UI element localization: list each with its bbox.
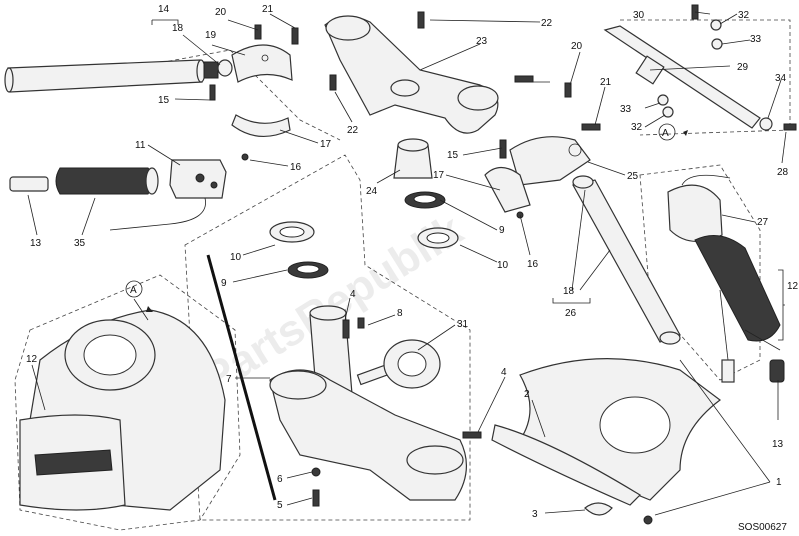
callout-17-center: 17 [433,170,445,181]
frame-area-outline [14,274,241,531]
callout-12-left: 12 [26,354,38,365]
callout-13: 13 [30,238,42,249]
fork-area-outline [184,154,471,521]
callout-2: 2 [524,389,530,400]
steering-damper [603,4,797,131]
bar-end-weight [217,59,233,77]
callout-34: 34 [775,73,787,84]
steering-nut [393,138,433,179]
callout-3: 3 [532,509,538,520]
callout-12-right: 12 [787,281,799,292]
marker-A-label: A [662,128,669,139]
callout-23: 23 [476,36,488,47]
left-switch-housing [109,159,227,231]
marker-A-frame: A [130,285,137,296]
callout-21: 21 [262,4,274,15]
callout-labels: 14 18 19 20 21 15 17 16 11 13 35 22 23 2… [26,4,799,520]
callout-32-mid: 32 [631,122,643,133]
callout-18: 18 [172,23,184,34]
throttle-end-cap [769,359,785,383]
left-handlebar-clamp [231,44,293,138]
callout-16: 16 [290,162,302,173]
right-handlebar-tube [572,175,681,345]
callout-13-right: 13 [772,439,784,450]
bolts-left-clamp [209,24,299,161]
fork-bolts [311,317,482,507]
steering-damper-outline [620,19,791,136]
grip-inset-photo [19,414,126,511]
callout-7: 7 [226,374,232,385]
fairing-bracket-shield [491,358,721,506]
seal-ring-fork [287,261,329,279]
upper-triple-clamp [324,15,499,134]
callout-24: 24 [366,186,378,197]
callout-35: 35 [74,238,86,249]
callout-22-top: 22 [541,18,553,29]
callout-33-mid: 33 [620,104,632,115]
callout-26: 26 [565,308,577,319]
clamp-bolts [329,11,534,91]
callout-25: 25 [627,171,639,182]
horn [356,339,441,389]
callout-29: 29 [737,62,749,73]
callout-16-center: 16 [527,259,539,270]
callout-8: 8 [397,308,403,319]
drawing-code: SOS00627 [738,522,787,533]
callout-4-lower: 4 [501,367,507,378]
callout-27: 27 [757,217,769,228]
callout-19: 19 [205,30,217,41]
callout-21-right: 21 [600,77,612,88]
callout-1: 1 [776,477,782,488]
callout-18-right: 18 [563,286,575,297]
callout-32-top: 32 [738,10,750,21]
seal-ring-upper [404,191,446,209]
callout-30: 30 [633,10,645,21]
lower-triple-clamp-stem [269,305,468,501]
leader-lines [27,11,787,516]
callout-9-center: 9 [499,225,505,236]
callout-33-top: 33 [750,34,762,45]
callout-9-left: 9 [221,278,227,289]
callout-5: 5 [277,500,283,511]
callout-6: 6 [277,474,283,485]
callout-28: 28 [777,167,789,178]
right-switch-housing [667,174,731,242]
reference-markers [125,123,688,312]
right-clamp-bolts [499,82,601,219]
callout-15: 15 [158,95,170,106]
callout-14: 14 [158,4,170,15]
bearing-upper [417,227,459,249]
upper-bearing-fork [269,221,315,243]
callout-20: 20 [215,7,227,18]
callout-22-left: 22 [347,125,359,136]
callout-15-center: 15 [447,150,459,161]
left-grip [9,167,159,195]
assembly-bracket-line [206,254,277,501]
callout-31: 31 [457,319,469,330]
shield-small-plate [584,502,653,525]
callout-20-right: 20 [571,41,583,52]
callout-4-upper: 4 [350,289,356,300]
callout-10-left: 10 [230,252,242,263]
right-throttle-grip [694,235,781,383]
left-handlebar-outline [9,49,341,141]
callout-10-center: 10 [497,260,509,271]
right-handlebar-clamp [484,136,591,213]
left-handlebar-tube [4,59,219,93]
callout-11: 11 [135,140,146,151]
callout-17: 17 [320,139,332,150]
